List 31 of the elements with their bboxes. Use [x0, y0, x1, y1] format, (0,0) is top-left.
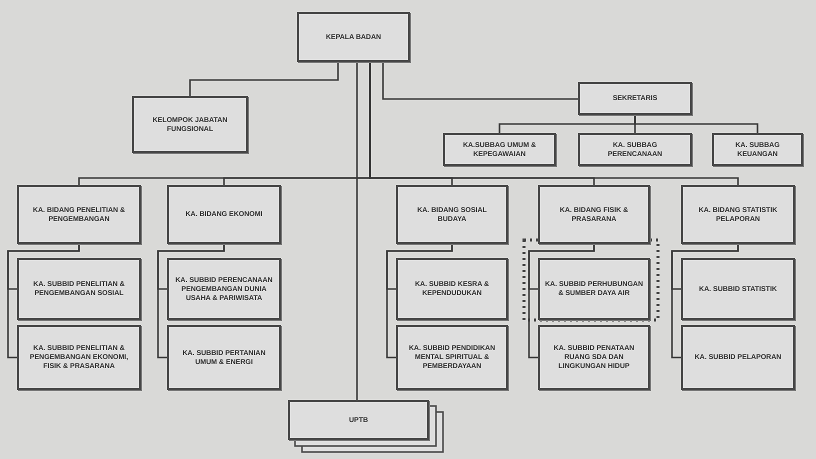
connector-line: [671, 244, 739, 358]
connector-line: [634, 115, 758, 133]
org-box: [712, 133, 803, 166]
org-box: [681, 258, 795, 320]
org-box: [396, 325, 508, 390]
org-box: [443, 133, 556, 166]
org-box: [297, 12, 410, 62]
connector-line: [7, 244, 80, 358]
org-box: [578, 133, 692, 166]
org-box: [288, 400, 429, 440]
org-box: [538, 258, 650, 320]
connector-line: [528, 244, 595, 358]
org-box: [681, 185, 795, 244]
org-box: [17, 185, 141, 244]
org-box: [396, 185, 508, 244]
connector-line: [189, 62, 339, 96]
org-box: [538, 325, 650, 390]
connector-line: [356, 62, 358, 400]
org-box: [396, 258, 508, 320]
org-box: [132, 96, 248, 153]
org-box: [17, 325, 141, 390]
org-box: [167, 258, 281, 320]
org-box: [681, 325, 795, 390]
org-box: [538, 185, 650, 244]
org-box: [578, 82, 692, 115]
connector-line: [382, 62, 578, 100]
connector-line: [386, 244, 453, 358]
org-box: [17, 258, 141, 320]
org-box: [167, 325, 281, 390]
org-box: [167, 185, 281, 244]
connector-line: [157, 244, 225, 358]
